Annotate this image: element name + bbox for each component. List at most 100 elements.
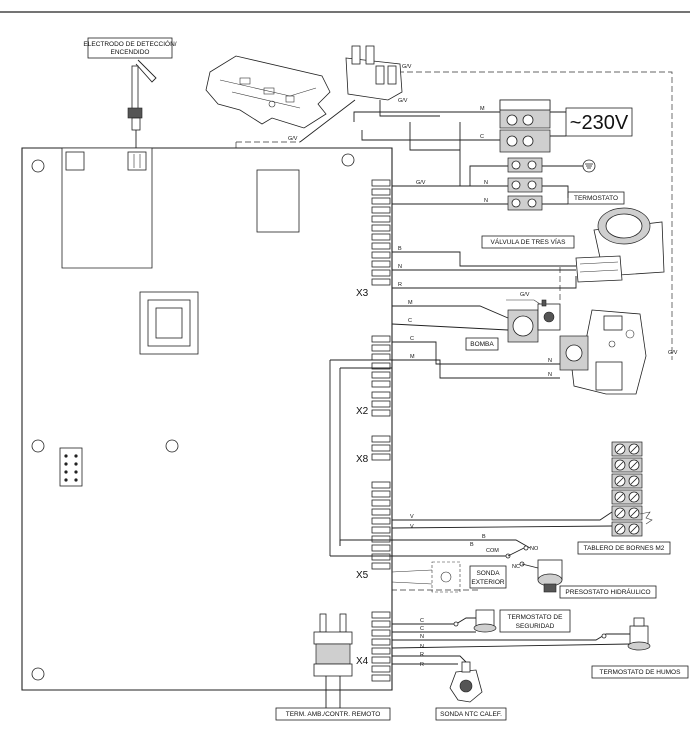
- connector-pin: [371, 391, 391, 399]
- connector-pin: [371, 553, 391, 561]
- earth-dashed-line: [235, 71, 673, 591]
- connector-x8: X8: [356, 454, 369, 465]
- wire-m: M: [410, 354, 415, 360]
- connector-pin: [371, 371, 391, 379]
- connector-x3: X3: [356, 288, 369, 299]
- outdoor-probe-box: [469, 565, 507, 589]
- wire-c: C: [408, 318, 412, 324]
- connector-pin: [371, 562, 391, 570]
- pressure-switch-box: [559, 585, 657, 599]
- m2-label: TABLERO DE BORNES M2: [584, 545, 665, 552]
- connector-pin: [371, 215, 391, 223]
- wire-gv: G/V: [520, 292, 530, 298]
- connector-pin: [371, 362, 391, 370]
- outdoor-probe-symbol: [431, 561, 461, 593]
- wire-b: B: [482, 534, 486, 540]
- connector-pin: [371, 409, 391, 417]
- pump: [507, 299, 561, 343]
- connector-pin: [371, 674, 391, 682]
- connector-pin: [371, 224, 391, 232]
- wire-r: R: [420, 652, 424, 658]
- mount-hole: [165, 439, 179, 453]
- connector-pin: [371, 269, 391, 277]
- voltage-box: [565, 107, 633, 137]
- connector-pin: [371, 629, 391, 637]
- connector-pin: [371, 481, 391, 489]
- connector-pin: [371, 508, 391, 516]
- earth-icon: [582, 159, 596, 173]
- room-thermostat-connector: [313, 613, 353, 708]
- connector-x4: X4: [356, 656, 369, 667]
- connector-pin: [371, 380, 391, 388]
- wire-c: C: [420, 618, 424, 624]
- connector-pin: [371, 444, 391, 452]
- connector-pin: [371, 453, 391, 461]
- wire-r: R: [398, 282, 402, 288]
- wire-gv: G/V: [416, 180, 426, 186]
- ntc-probe-box: [435, 707, 507, 721]
- connector-pin: [371, 638, 391, 646]
- wire-gv: G/V: [668, 350, 678, 356]
- room-thermostat-box: [275, 707, 391, 721]
- control-board: X3 X2 X8 X5 X4: [21, 147, 393, 691]
- electrode-label-line1: ELECTRODO DE DETECCIÓN/: [83, 39, 176, 48]
- aux-connector: [59, 447, 83, 487]
- connector-pin: [371, 544, 391, 552]
- connector-pin: [371, 647, 391, 655]
- connector-pin: [371, 611, 391, 619]
- terminal-board-m2: [611, 441, 643, 537]
- connector-pin: [371, 535, 391, 543]
- wire-nc: NC: [512, 564, 520, 570]
- connector-pin: [371, 400, 391, 408]
- connector-pin: [371, 242, 391, 250]
- outdoor-probe-label-line1: SONDA: [476, 570, 500, 577]
- pump-label: BOMBA: [470, 341, 494, 348]
- mount-hole: [31, 159, 45, 173]
- connector-pin: [371, 335, 391, 343]
- mount-hole: [31, 439, 45, 453]
- connector-pin: [371, 197, 391, 205]
- connector-pin: [371, 435, 391, 443]
- ntc-probe: [449, 661, 483, 703]
- connector-pin: [371, 278, 391, 286]
- wire-com: COM: [486, 548, 499, 554]
- ntc-probe-label: SONDA NTC CALEF.: [440, 711, 502, 718]
- connector-x2: X2: [356, 406, 369, 417]
- flue-thermostat-box: [591, 665, 689, 679]
- three-way-valve: [575, 207, 665, 283]
- gas-valve: [559, 309, 647, 395]
- thermostat-label: TERMOSTATO: [574, 195, 618, 202]
- pressure-switch-label: PRESOSTATO HIDRÁULICO: [565, 587, 650, 596]
- wire-n: N: [398, 264, 402, 270]
- wire-m: M: [480, 106, 485, 112]
- connector-pin: [371, 656, 391, 664]
- mount-hole: [341, 153, 355, 167]
- electrode-label-line2: ENCENDIDO: [110, 49, 149, 56]
- connector-pin: [371, 251, 391, 259]
- wire-n: N: [420, 634, 424, 640]
- safety-thermostat-box: [499, 609, 571, 633]
- transformer: [139, 291, 199, 355]
- connector-pin: [371, 665, 391, 673]
- spark-terminals: [345, 45, 403, 101]
- wire-n: N: [484, 180, 488, 186]
- connector-pins: [371, 179, 391, 682]
- connector-pin: [371, 499, 391, 507]
- connector-pin: [371, 353, 391, 361]
- connector-pin: [371, 490, 391, 498]
- ignition-module: [61, 147, 153, 269]
- wire-b: B: [398, 246, 402, 252]
- wire-v: V: [410, 514, 414, 520]
- outdoor-probe-label-line2: EXTERIOR: [471, 579, 505, 586]
- connector-pin: [371, 526, 391, 534]
- connector-pin: [371, 344, 391, 352]
- connector-pin: [371, 620, 391, 628]
- pump-box: [465, 337, 499, 351]
- wire-gv: G/V: [402, 64, 412, 70]
- ignition-terminal: [65, 151, 85, 171]
- wire-m: M: [408, 300, 413, 306]
- wire-no: NO: [530, 546, 539, 552]
- connector-pin: [371, 188, 391, 196]
- relay: [256, 169, 300, 233]
